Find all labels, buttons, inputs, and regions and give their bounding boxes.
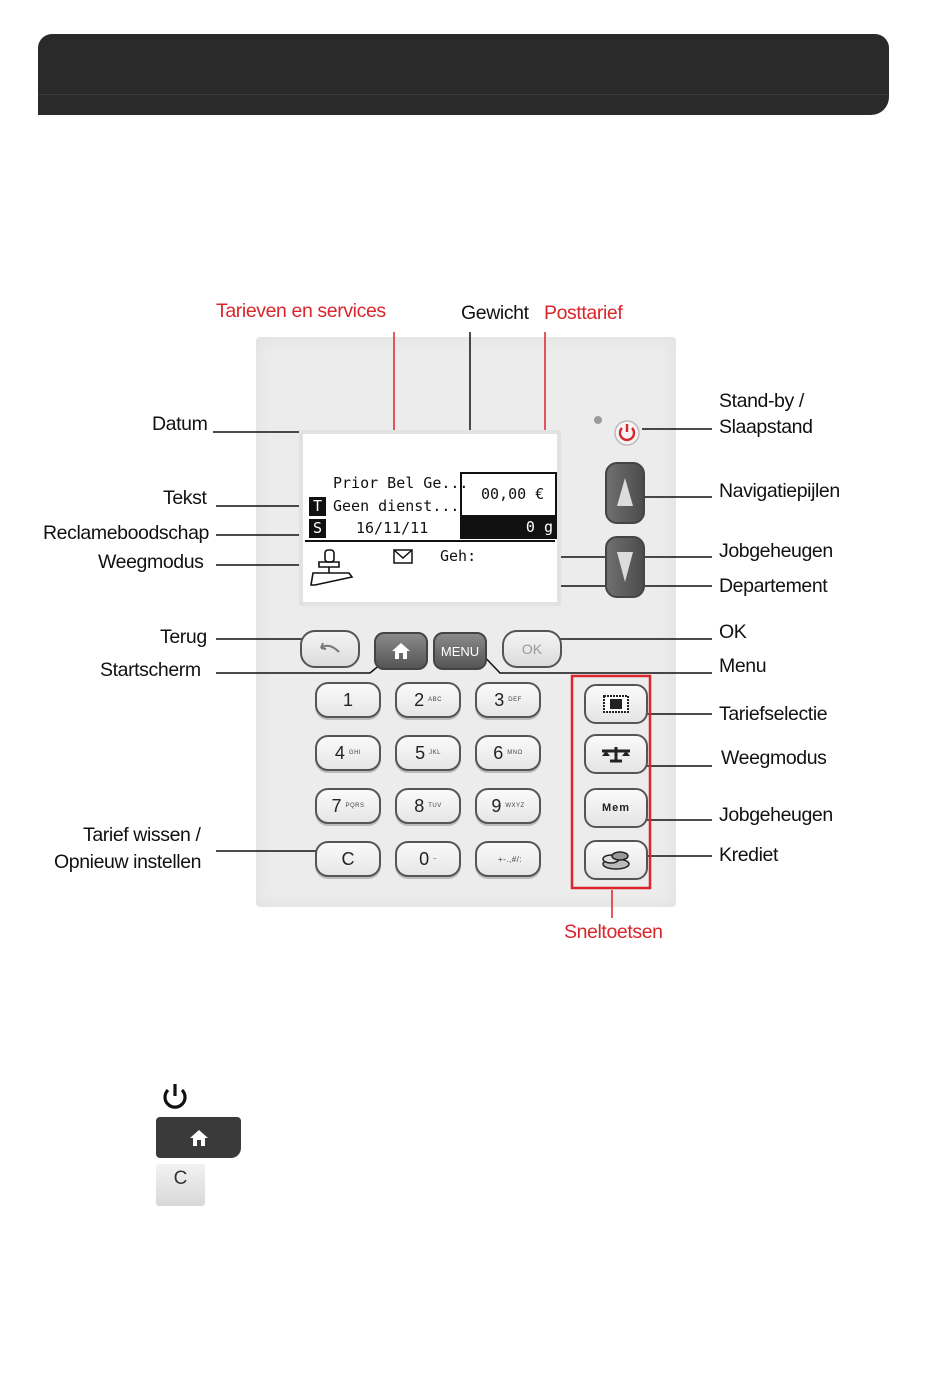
arrow-up-icon bbox=[617, 478, 633, 506]
lcd-divider bbox=[305, 540, 555, 542]
key-letters: ABC bbox=[428, 697, 442, 703]
credit-button[interactable] bbox=[584, 840, 648, 880]
legend-home-icon bbox=[189, 1129, 208, 1146]
label-tekst: Tekst bbox=[163, 487, 207, 509]
key-letters: MNO bbox=[507, 750, 523, 756]
label-gewicht: Gewicht bbox=[461, 302, 529, 324]
legend-c-key: C bbox=[156, 1164, 205, 1206]
sneltoetsen-highlight-box bbox=[570, 674, 652, 890]
job-memory-button[interactable]: Mem bbox=[584, 788, 648, 828]
label-krediet: Krediet bbox=[719, 844, 778, 866]
label-datum: Datum bbox=[152, 413, 208, 435]
legend-home-button bbox=[156, 1117, 241, 1158]
lcd-line2: Geen dienst... bbox=[333, 497, 460, 515]
keypad-key-0[interactable]: 0– bbox=[395, 841, 461, 877]
key-letters: +-.,#/: bbox=[497, 854, 523, 864]
key-digit: 0 bbox=[419, 848, 430, 869]
menu-button[interactable]: MENU bbox=[433, 632, 487, 670]
key-letters: JKL bbox=[429, 750, 441, 756]
key-digit: 1 bbox=[342, 689, 353, 710]
stamp-icon bbox=[603, 695, 629, 713]
label-ok: OK bbox=[719, 621, 747, 643]
text-badge: T bbox=[309, 497, 326, 516]
key-letters: – bbox=[433, 856, 437, 862]
key-digit: 4 bbox=[334, 742, 345, 763]
back-button[interactable] bbox=[300, 630, 360, 668]
key-letters: GHI bbox=[348, 750, 362, 756]
label-standby-2: Slaapstand bbox=[719, 416, 813, 438]
label-reclame: Reclameboodschap bbox=[43, 522, 209, 544]
label-terug: Terug bbox=[160, 626, 207, 648]
arrow-down-icon bbox=[617, 552, 633, 582]
lcd-line1: Prior Bel Ge... bbox=[333, 474, 469, 492]
key-digit: C bbox=[341, 848, 355, 869]
nav-up-button[interactable] bbox=[605, 462, 645, 524]
key-digit: 2 bbox=[414, 689, 425, 710]
label-posttarief: Posttarief bbox=[544, 302, 623, 324]
lcd-price: 00,00 € bbox=[481, 485, 545, 503]
label-jobgeheugen-top: Jobgeheugen bbox=[719, 540, 833, 562]
key-digit: 9 bbox=[491, 795, 502, 816]
label-tarieven: Tarieven en services bbox=[216, 300, 386, 322]
keypad-key-c[interactable]: C bbox=[315, 841, 381, 877]
label-navigatie: Navigatiepijlen bbox=[719, 480, 840, 502]
key-digit: 5 bbox=[415, 742, 426, 763]
lcd-date: 16/11/11 bbox=[356, 519, 429, 537]
key-digit: 6 bbox=[493, 742, 504, 763]
back-arrow-icon bbox=[320, 642, 340, 653]
scale-icon bbox=[310, 549, 354, 586]
label-tarief-wissen-2: Opnieuw instellen bbox=[54, 851, 202, 873]
header-bar bbox=[38, 34, 889, 115]
label-tariefselectie: Tariefselectie bbox=[719, 703, 828, 725]
rate-selection-button[interactable] bbox=[584, 684, 648, 724]
label-weegmodus-right: Weegmodus bbox=[721, 747, 827, 769]
coins-icon bbox=[602, 851, 630, 870]
keypad-key-1[interactable]: 1 bbox=[315, 682, 381, 718]
label-tarief-wissen-1: Tarief wissen / bbox=[83, 824, 201, 846]
label-standby-1: Stand-by / bbox=[719, 390, 804, 412]
label-sneltoetsen: Sneltoetsen bbox=[564, 921, 663, 943]
key-letters: DEF bbox=[508, 697, 522, 703]
keypad-key-symbols[interactable]: +-.,#/: bbox=[475, 841, 541, 877]
label-menu: Menu bbox=[719, 655, 767, 677]
ok-button[interactable]: OK bbox=[502, 630, 562, 668]
key-letters: PQRS bbox=[345, 803, 365, 809]
key-letters: TUV bbox=[428, 803, 442, 809]
home-button[interactable] bbox=[374, 632, 428, 670]
power-icon bbox=[618, 427, 636, 442]
envelope-icon bbox=[393, 549, 413, 564]
status-led bbox=[594, 416, 602, 424]
label-startscherm: Startscherm bbox=[100, 659, 201, 681]
nav-down-button[interactable] bbox=[605, 536, 645, 598]
lcd-geh: Geh: bbox=[440, 547, 477, 565]
key-letters: WXYZ bbox=[505, 803, 525, 809]
label-weegmodus-left: Weegmodus bbox=[98, 551, 204, 573]
key-digit: 3 bbox=[494, 689, 505, 710]
scale-mode-icon bbox=[602, 747, 630, 763]
key-digit: 7 bbox=[331, 795, 342, 816]
power-button[interactable] bbox=[612, 418, 642, 448]
lcd-weight: 0 g bbox=[525, 518, 553, 536]
weigh-mode-button[interactable] bbox=[584, 734, 648, 774]
ad-badge: S bbox=[309, 519, 326, 538]
home-icon bbox=[392, 643, 410, 659]
label-jobgeheugen-bottom: Jobgeheugen bbox=[719, 804, 833, 826]
legend-power-icon bbox=[163, 1084, 187, 1109]
label-departement: Departement bbox=[719, 575, 828, 597]
key-digit: 8 bbox=[414, 795, 425, 816]
lcd-weight-box: 0 g bbox=[460, 515, 557, 539]
